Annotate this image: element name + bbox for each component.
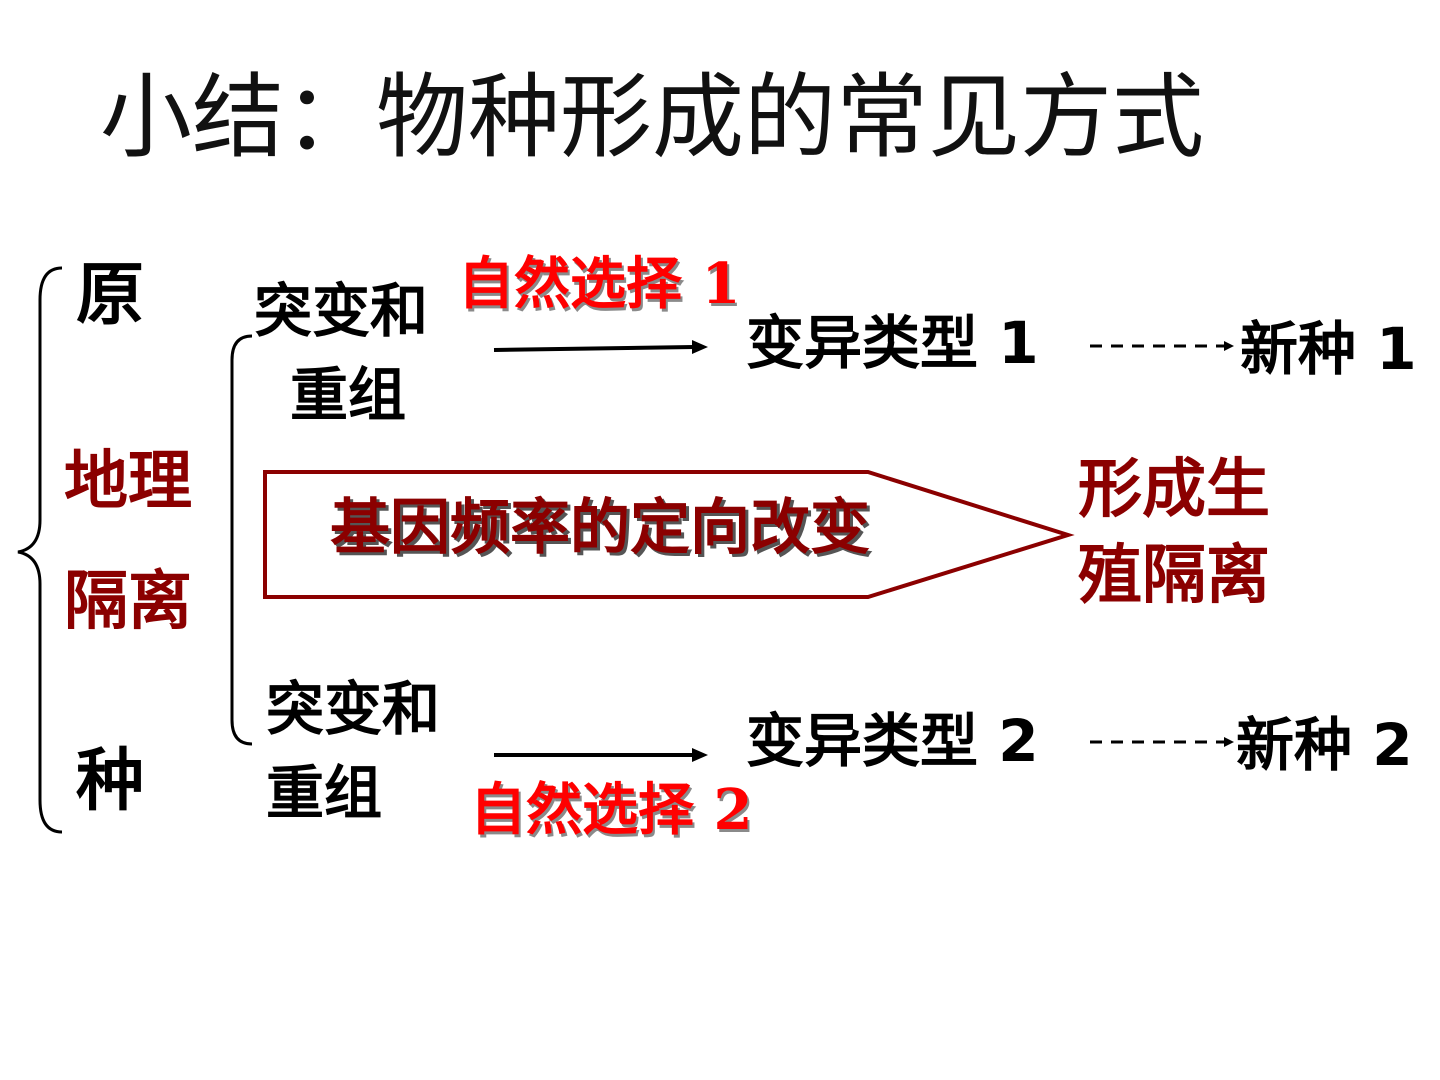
- upper-variation-type: 变异类型 1: [746, 309, 1039, 377]
- lower-dashed-arrowhead: [1224, 737, 1234, 747]
- upper-selection-arrowhead: [692, 340, 708, 354]
- origin-label-bottom: 种: [76, 742, 145, 821]
- lower-new-species: 新种 2: [1236, 711, 1413, 779]
- inner-brace: [230, 334, 253, 746]
- gene-frequency-change-text: 基因频率的定向改变: [330, 493, 870, 563]
- lower-mutation-line1: 突变和: [266, 675, 441, 743]
- reproductive-isolation-line1: 形成生: [1078, 453, 1270, 527]
- gene-frequency-arrow-shape: [263, 470, 1075, 599]
- upper-selection-arrow-line: [493, 345, 695, 352]
- lower-variation-type: 变异类型 2: [746, 707, 1039, 775]
- origin-label-top: 原: [76, 256, 145, 335]
- upper-natural-selection-label: 自然选择 1: [458, 251, 741, 317]
- geographic-label: 地理: [64, 445, 192, 519]
- upper-new-species: 新种 1: [1240, 315, 1417, 383]
- lower-selection-arrowhead: [692, 748, 708, 762]
- upper-mutation-line2: 重组: [290, 361, 407, 429]
- reproductive-isolation-line2: 殖隔离: [1078, 539, 1270, 613]
- isolation-label: 隔离: [64, 565, 192, 639]
- upper-dashed-arrowhead: [1224, 341, 1234, 351]
- outer-brace: [17, 266, 63, 834]
- lower-natural-selection-label: 自然选择 2: [470, 777, 753, 843]
- upper-mutation-line1: 突变和: [254, 277, 429, 345]
- lower-mutation-line2: 重组: [266, 759, 383, 827]
- page-title: 小结：物种形成的常见方式: [100, 64, 1205, 171]
